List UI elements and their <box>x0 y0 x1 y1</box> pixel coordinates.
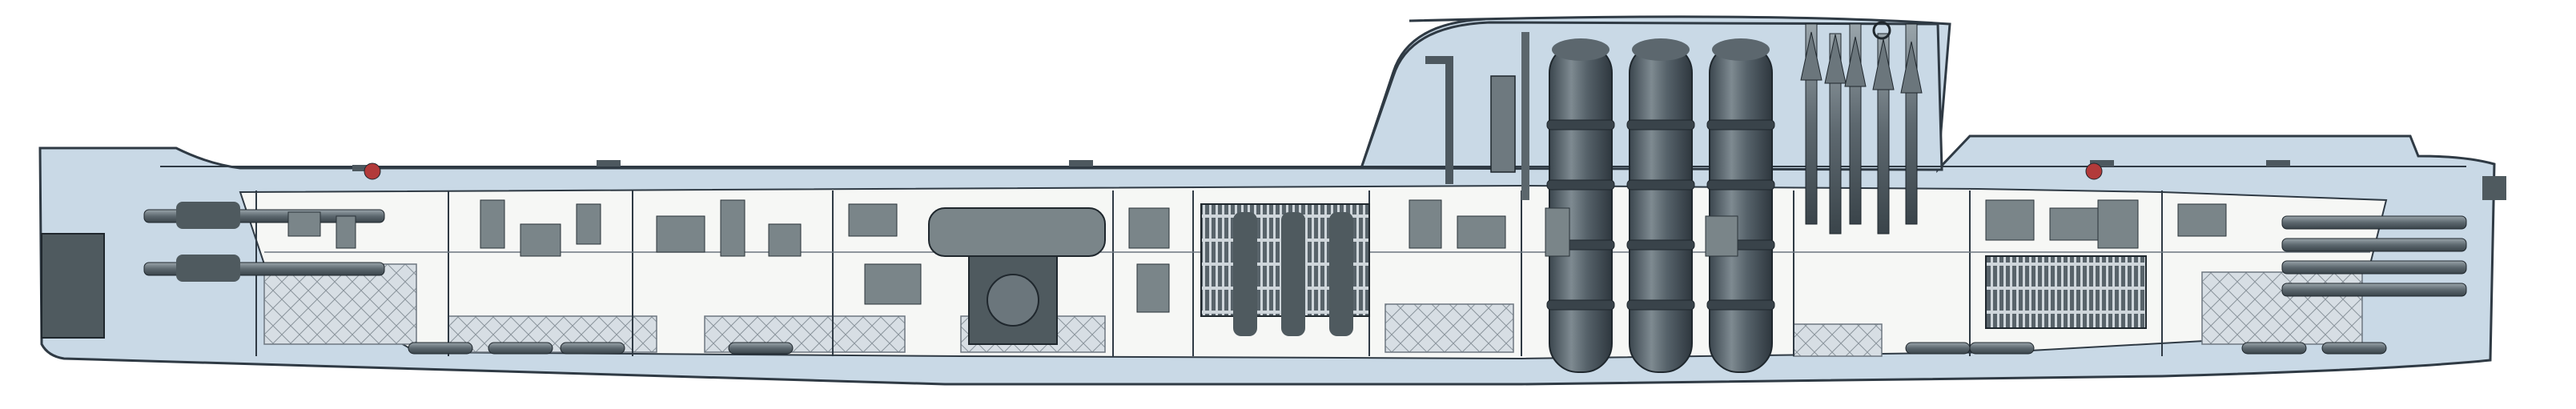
equipment-box <box>480 199 505 249</box>
equipment-box <box>2097 199 2139 249</box>
vent-pipe <box>1521 32 1529 200</box>
stored-torpedo <box>2241 342 2307 355</box>
deck-hatch <box>352 165 376 171</box>
equipment-box <box>720 199 745 257</box>
generator-column <box>1329 212 1353 336</box>
stored-torpedo <box>560 342 625 355</box>
bow-torpedo-tubes <box>41 202 385 339</box>
equipment-box <box>1409 199 1442 249</box>
deck-hatch <box>2090 160 2114 166</box>
equipment-box <box>336 215 356 249</box>
escape-buoy <box>364 162 381 180</box>
torpedo-tube <box>2281 283 2467 297</box>
generator-column <box>1233 212 1257 336</box>
missile-tube-cap <box>1632 38 1690 61</box>
ballast-tank <box>1384 303 1514 353</box>
spare-torpedoes <box>408 342 2387 355</box>
missile-tube-ring <box>1626 299 1695 311</box>
tube-breech <box>176 255 240 282</box>
stored-torpedo <box>728 342 794 355</box>
missile-tube-ring <box>1706 179 1775 190</box>
equipment-box <box>2049 207 2099 241</box>
machinery-group <box>928 203 2147 345</box>
mast-head <box>1800 31 1822 81</box>
ballast-tank <box>1793 323 1883 357</box>
stern-torpedo-tubes <box>2281 176 2506 297</box>
missile-tube-ring <box>1706 299 1775 311</box>
equipment-box <box>1545 207 1570 257</box>
stored-torpedo <box>408 342 473 355</box>
generator-column <box>1281 212 1305 336</box>
masts-group <box>1800 21 1923 235</box>
equipment-box <box>656 215 705 253</box>
deck-hatch <box>2266 160 2290 166</box>
sonar-array-block <box>41 233 105 339</box>
equipment-box <box>1985 199 2035 241</box>
missile-tube-body <box>1629 43 1693 373</box>
torpedo-tube <box>2281 260 2467 275</box>
equipment-box <box>848 203 898 237</box>
equipment-box <box>768 223 802 257</box>
snorkel-pipe <box>1425 56 1453 184</box>
battery-bank <box>1985 255 2147 329</box>
mast-head <box>1872 38 1895 90</box>
stored-torpedo <box>1969 342 2035 355</box>
missile-tube-ring <box>1626 179 1695 190</box>
tube-breech <box>176 202 240 229</box>
reactor-vessel <box>987 274 1039 327</box>
equipment-box <box>576 203 601 245</box>
equipment-box <box>1128 207 1170 249</box>
torpedo-tube <box>2281 215 2467 230</box>
missile-tube <box>1546 38 1615 373</box>
deck-hatch <box>1069 160 1093 166</box>
missile-tube-ring <box>1546 299 1615 311</box>
deck-fittings <box>352 160 2290 180</box>
missile-tube-ring <box>1546 179 1615 190</box>
air-intake-box <box>1490 75 1516 173</box>
deck-hatch <box>597 160 621 166</box>
missile-tube-ring <box>1706 119 1775 130</box>
stored-torpedo <box>2321 342 2387 355</box>
turbine-casing <box>928 207 1106 257</box>
ballast-tank <box>263 263 417 345</box>
missile-tube-cap <box>1552 38 1609 61</box>
torpedo-tube <box>2281 238 2467 252</box>
snorkel-group <box>1425 32 1529 200</box>
missile-tube-cap <box>1712 38 1770 61</box>
mast-head <box>1900 41 1923 94</box>
missile-tube-body <box>1709 43 1773 373</box>
missile-tube-ring <box>1546 119 1615 130</box>
equipment-box <box>1457 215 1506 249</box>
equipment-box <box>1136 263 1170 313</box>
equipment-box <box>520 223 561 257</box>
equipment-box <box>1705 215 1738 257</box>
missile-tube-ring <box>1626 239 1695 251</box>
missile-tube <box>1626 38 1695 373</box>
missile-tube <box>1706 38 1775 373</box>
stored-torpedo <box>1905 342 1971 355</box>
escape-buoy <box>2085 162 2103 180</box>
mast-head <box>1824 34 1847 84</box>
missile-tube-ring <box>1626 119 1695 130</box>
stored-torpedo <box>488 342 553 355</box>
equipment-box <box>287 211 321 237</box>
mast-head <box>1844 36 1867 87</box>
stern-hatch <box>2482 176 2506 200</box>
equipment-group <box>287 199 2227 313</box>
vertical-cylinders <box>1546 38 1775 373</box>
equipment-box <box>2177 203 2227 237</box>
equipment-box <box>864 263 922 305</box>
antenna-loop <box>1872 21 1891 40</box>
